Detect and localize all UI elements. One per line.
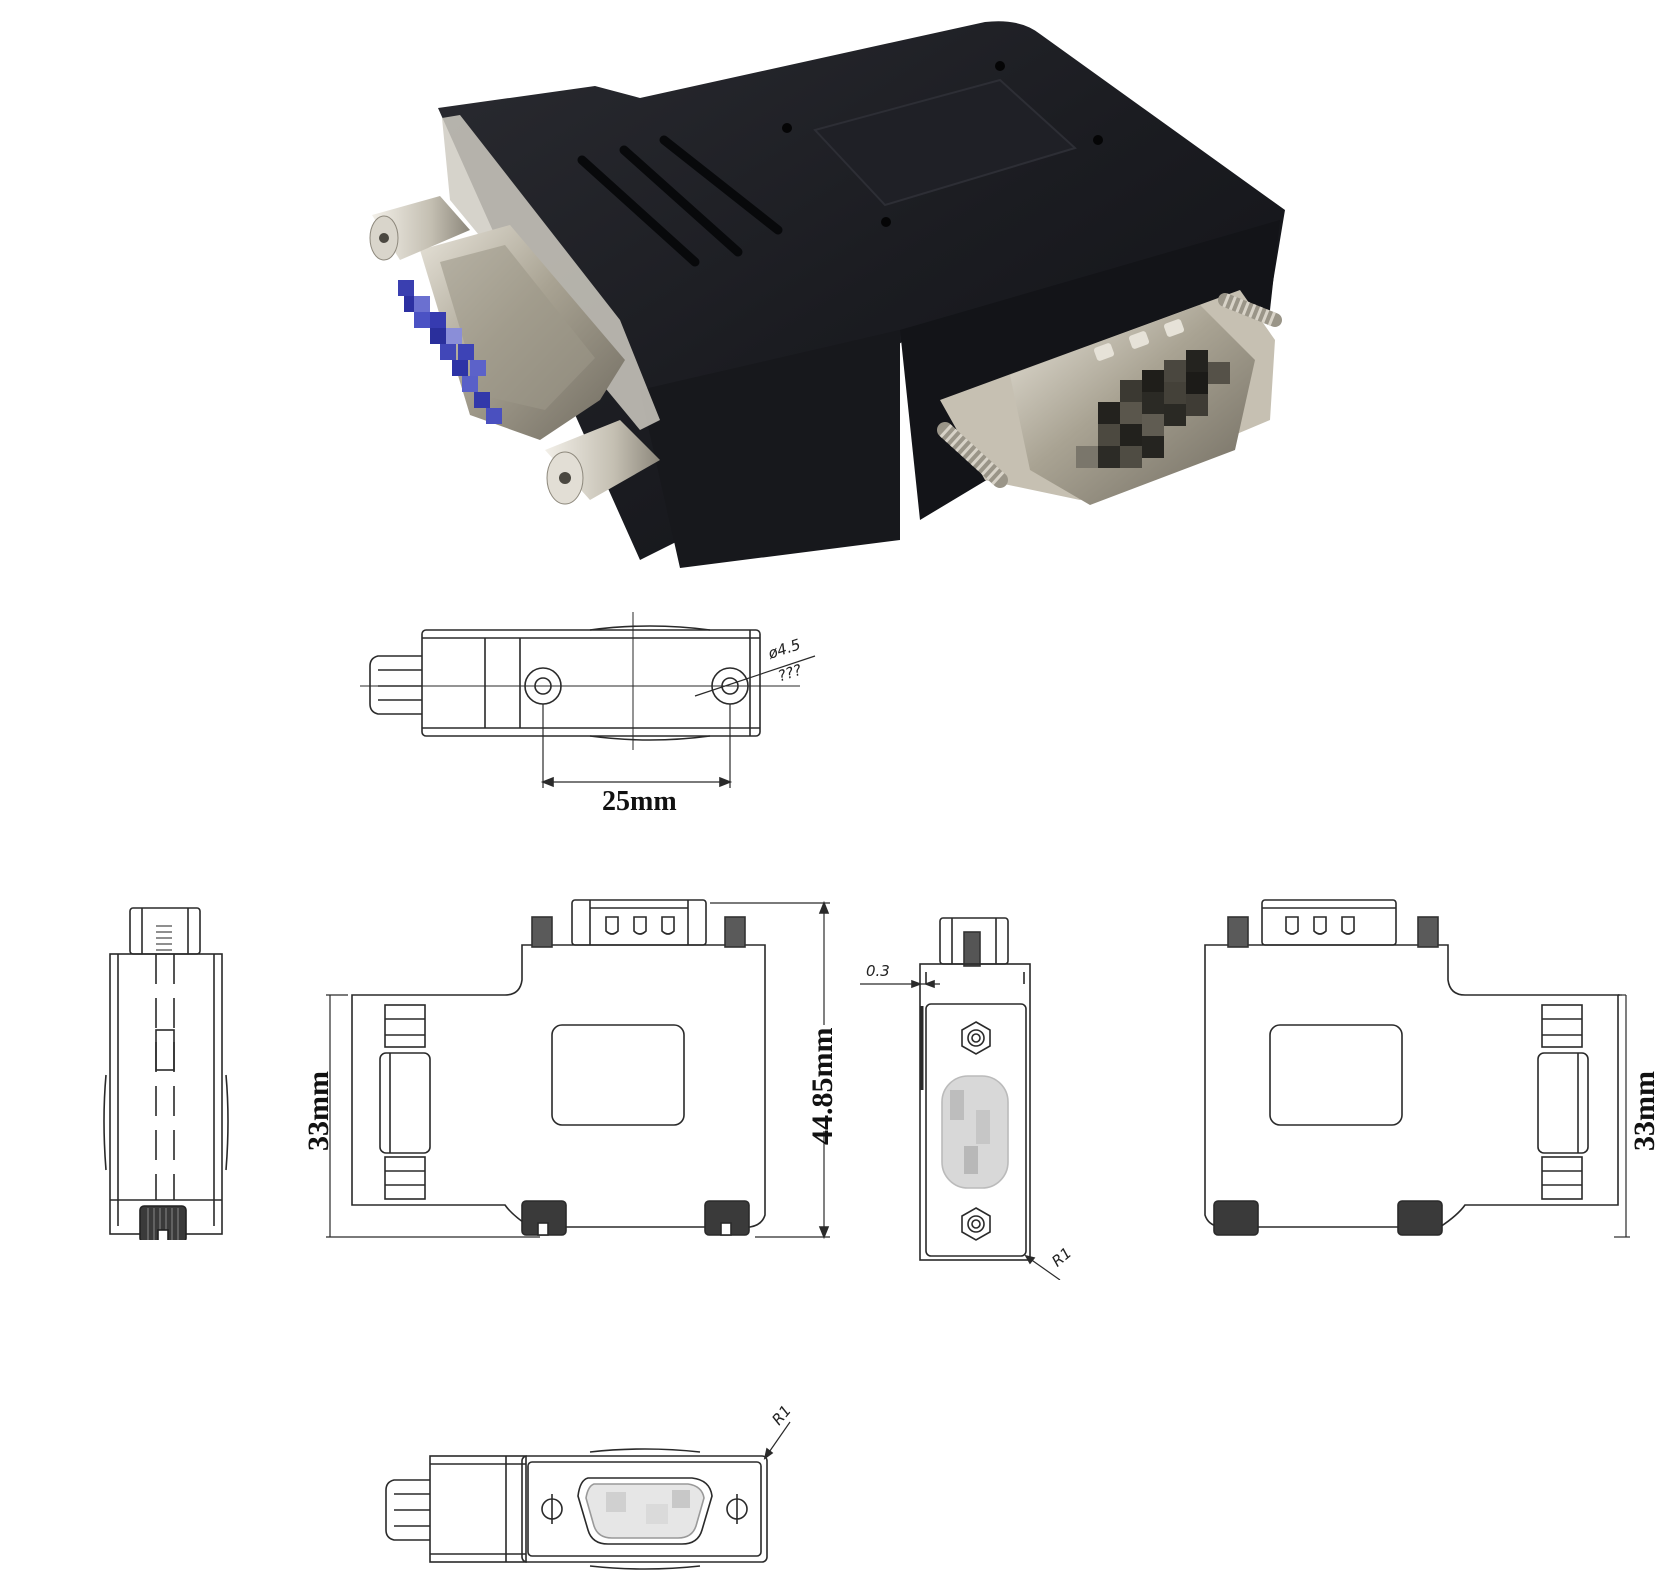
- front-width-label: 33mm: [302, 1071, 335, 1151]
- hole-spacing-label: 25mm: [602, 786, 677, 817]
- bottom-view-drawing: R1: [370, 1400, 830, 1580]
- end-view-drawing: 0.3 R1: [860, 910, 1080, 1280]
- blurred-pins-male: [1076, 350, 1230, 468]
- top-view-drawing: ø4.5 ??? 25mm: [360, 610, 840, 820]
- thumb-screw-photo: [937, 293, 1282, 488]
- front-height-label: 44.85mm: [806, 1027, 839, 1145]
- vga-adapter-photo-illustration: [369, 21, 1285, 568]
- gap-label: 0.3: [866, 962, 890, 980]
- left-side-view-drawing: [100, 900, 240, 1240]
- blurred-pins-female: [398, 280, 502, 424]
- rear-view-drawing: 33mm: [1190, 895, 1661, 1245]
- product-photo: [0, 0, 1672, 600]
- rear-width-label: 33mm: [1628, 1071, 1661, 1151]
- front-view-drawing: 33mm 44.85mm: [300, 895, 840, 1245]
